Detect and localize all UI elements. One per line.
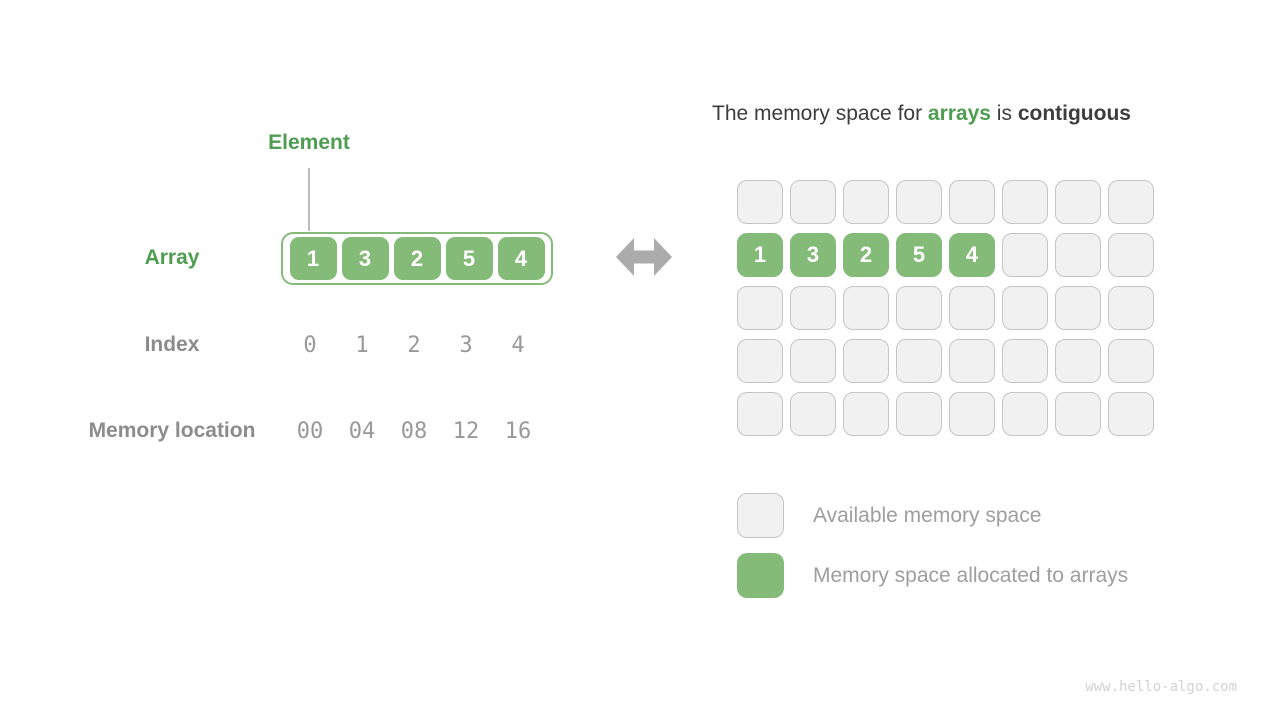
title-arrays-highlight: arrays bbox=[927, 102, 991, 125]
memory-cell bbox=[790, 392, 836, 436]
memory-cell bbox=[790, 180, 836, 224]
memory-cell bbox=[737, 286, 783, 330]
memory-cell bbox=[737, 392, 783, 436]
memory-cell bbox=[1055, 286, 1101, 330]
index-label: Index bbox=[144, 333, 200, 356]
memory-location-values: 00 04 08 12 16 bbox=[284, 419, 544, 444]
memory-cell bbox=[1108, 180, 1154, 224]
array-cell: 4 bbox=[497, 237, 545, 280]
index-value: 4 bbox=[511, 333, 525, 358]
memory-cell bbox=[896, 286, 942, 330]
memory-cell bbox=[1055, 180, 1101, 224]
memory-location-value: 00 bbox=[296, 419, 324, 444]
legend-label: Memory space allocated to arrays bbox=[813, 563, 1129, 587]
memory-cell bbox=[1002, 392, 1048, 436]
available-memory-swatch bbox=[737, 493, 784, 538]
memory-cell bbox=[896, 339, 942, 383]
memory-cell bbox=[949, 180, 995, 224]
memory-cell bbox=[896, 392, 942, 436]
memory-cell bbox=[737, 180, 783, 224]
legend-item-available: Available memory space bbox=[737, 493, 1128, 538]
index-value: 0 bbox=[303, 333, 317, 358]
memory-cell bbox=[790, 286, 836, 330]
memory-cell bbox=[1002, 233, 1048, 277]
memory-location-value: 16 bbox=[504, 419, 532, 444]
element-pointer-line bbox=[308, 168, 310, 231]
watermark: www.hello-algo.com bbox=[1085, 679, 1237, 695]
memory-cell-allocated: 1 bbox=[737, 233, 783, 277]
memory-cell bbox=[843, 392, 889, 436]
index-values: 0 1 2 3 4 bbox=[284, 333, 544, 358]
double-arrow-icon bbox=[616, 238, 672, 276]
index-value: 3 bbox=[459, 333, 473, 358]
memory-cell bbox=[843, 286, 889, 330]
memory-cell bbox=[949, 339, 995, 383]
array-cell: 2 bbox=[393, 237, 441, 280]
memory-cell bbox=[843, 339, 889, 383]
memory-location-label: Memory location bbox=[88, 419, 256, 442]
memory-cell bbox=[737, 339, 783, 383]
memory-cell bbox=[949, 392, 995, 436]
memory-cell-allocated: 4 bbox=[949, 233, 995, 277]
memory-cell-allocated: 3 bbox=[790, 233, 836, 277]
memory-cell bbox=[1108, 233, 1154, 277]
memory-cell bbox=[1002, 339, 1048, 383]
array-label: Array bbox=[144, 246, 200, 269]
memory-cell bbox=[949, 286, 995, 330]
memory-cell bbox=[1108, 392, 1154, 436]
memory-cell bbox=[1055, 339, 1101, 383]
legend: Available memory space Memory space allo… bbox=[737, 493, 1128, 613]
array-cell: 1 bbox=[289, 237, 337, 280]
array-cell: 3 bbox=[341, 237, 389, 280]
memory-location-value: 04 bbox=[348, 419, 376, 444]
memory-cell bbox=[1002, 286, 1048, 330]
title-contiguous-highlight: contiguous bbox=[1017, 102, 1131, 125]
memory-cell bbox=[896, 180, 942, 224]
index-value: 2 bbox=[407, 333, 421, 358]
memory-cell bbox=[843, 180, 889, 224]
title-text: The memory space for bbox=[712, 102, 928, 125]
allocated-memory-swatch bbox=[737, 553, 784, 598]
legend-item-allocated: Memory space allocated to arrays bbox=[737, 553, 1128, 598]
memory-cell bbox=[1108, 339, 1154, 383]
memory-cell bbox=[790, 339, 836, 383]
memory-cell bbox=[1055, 233, 1101, 277]
element-label: Element bbox=[268, 131, 350, 154]
array-cell: 5 bbox=[445, 237, 493, 280]
index-value: 1 bbox=[355, 333, 369, 358]
memory-cell bbox=[1108, 286, 1154, 330]
memory-cell bbox=[1055, 392, 1101, 436]
memory-cell-allocated: 2 bbox=[843, 233, 889, 277]
panel-title: The memory space for arrays is contiguou… bbox=[712, 102, 1131, 126]
memory-location-value: 08 bbox=[400, 419, 428, 444]
title-text: is bbox=[990, 102, 1018, 125]
memory-cell bbox=[1002, 180, 1048, 224]
memory-cell-allocated: 5 bbox=[896, 233, 942, 277]
memory-location-value: 12 bbox=[452, 419, 480, 444]
legend-label: Available memory space bbox=[813, 503, 1042, 527]
